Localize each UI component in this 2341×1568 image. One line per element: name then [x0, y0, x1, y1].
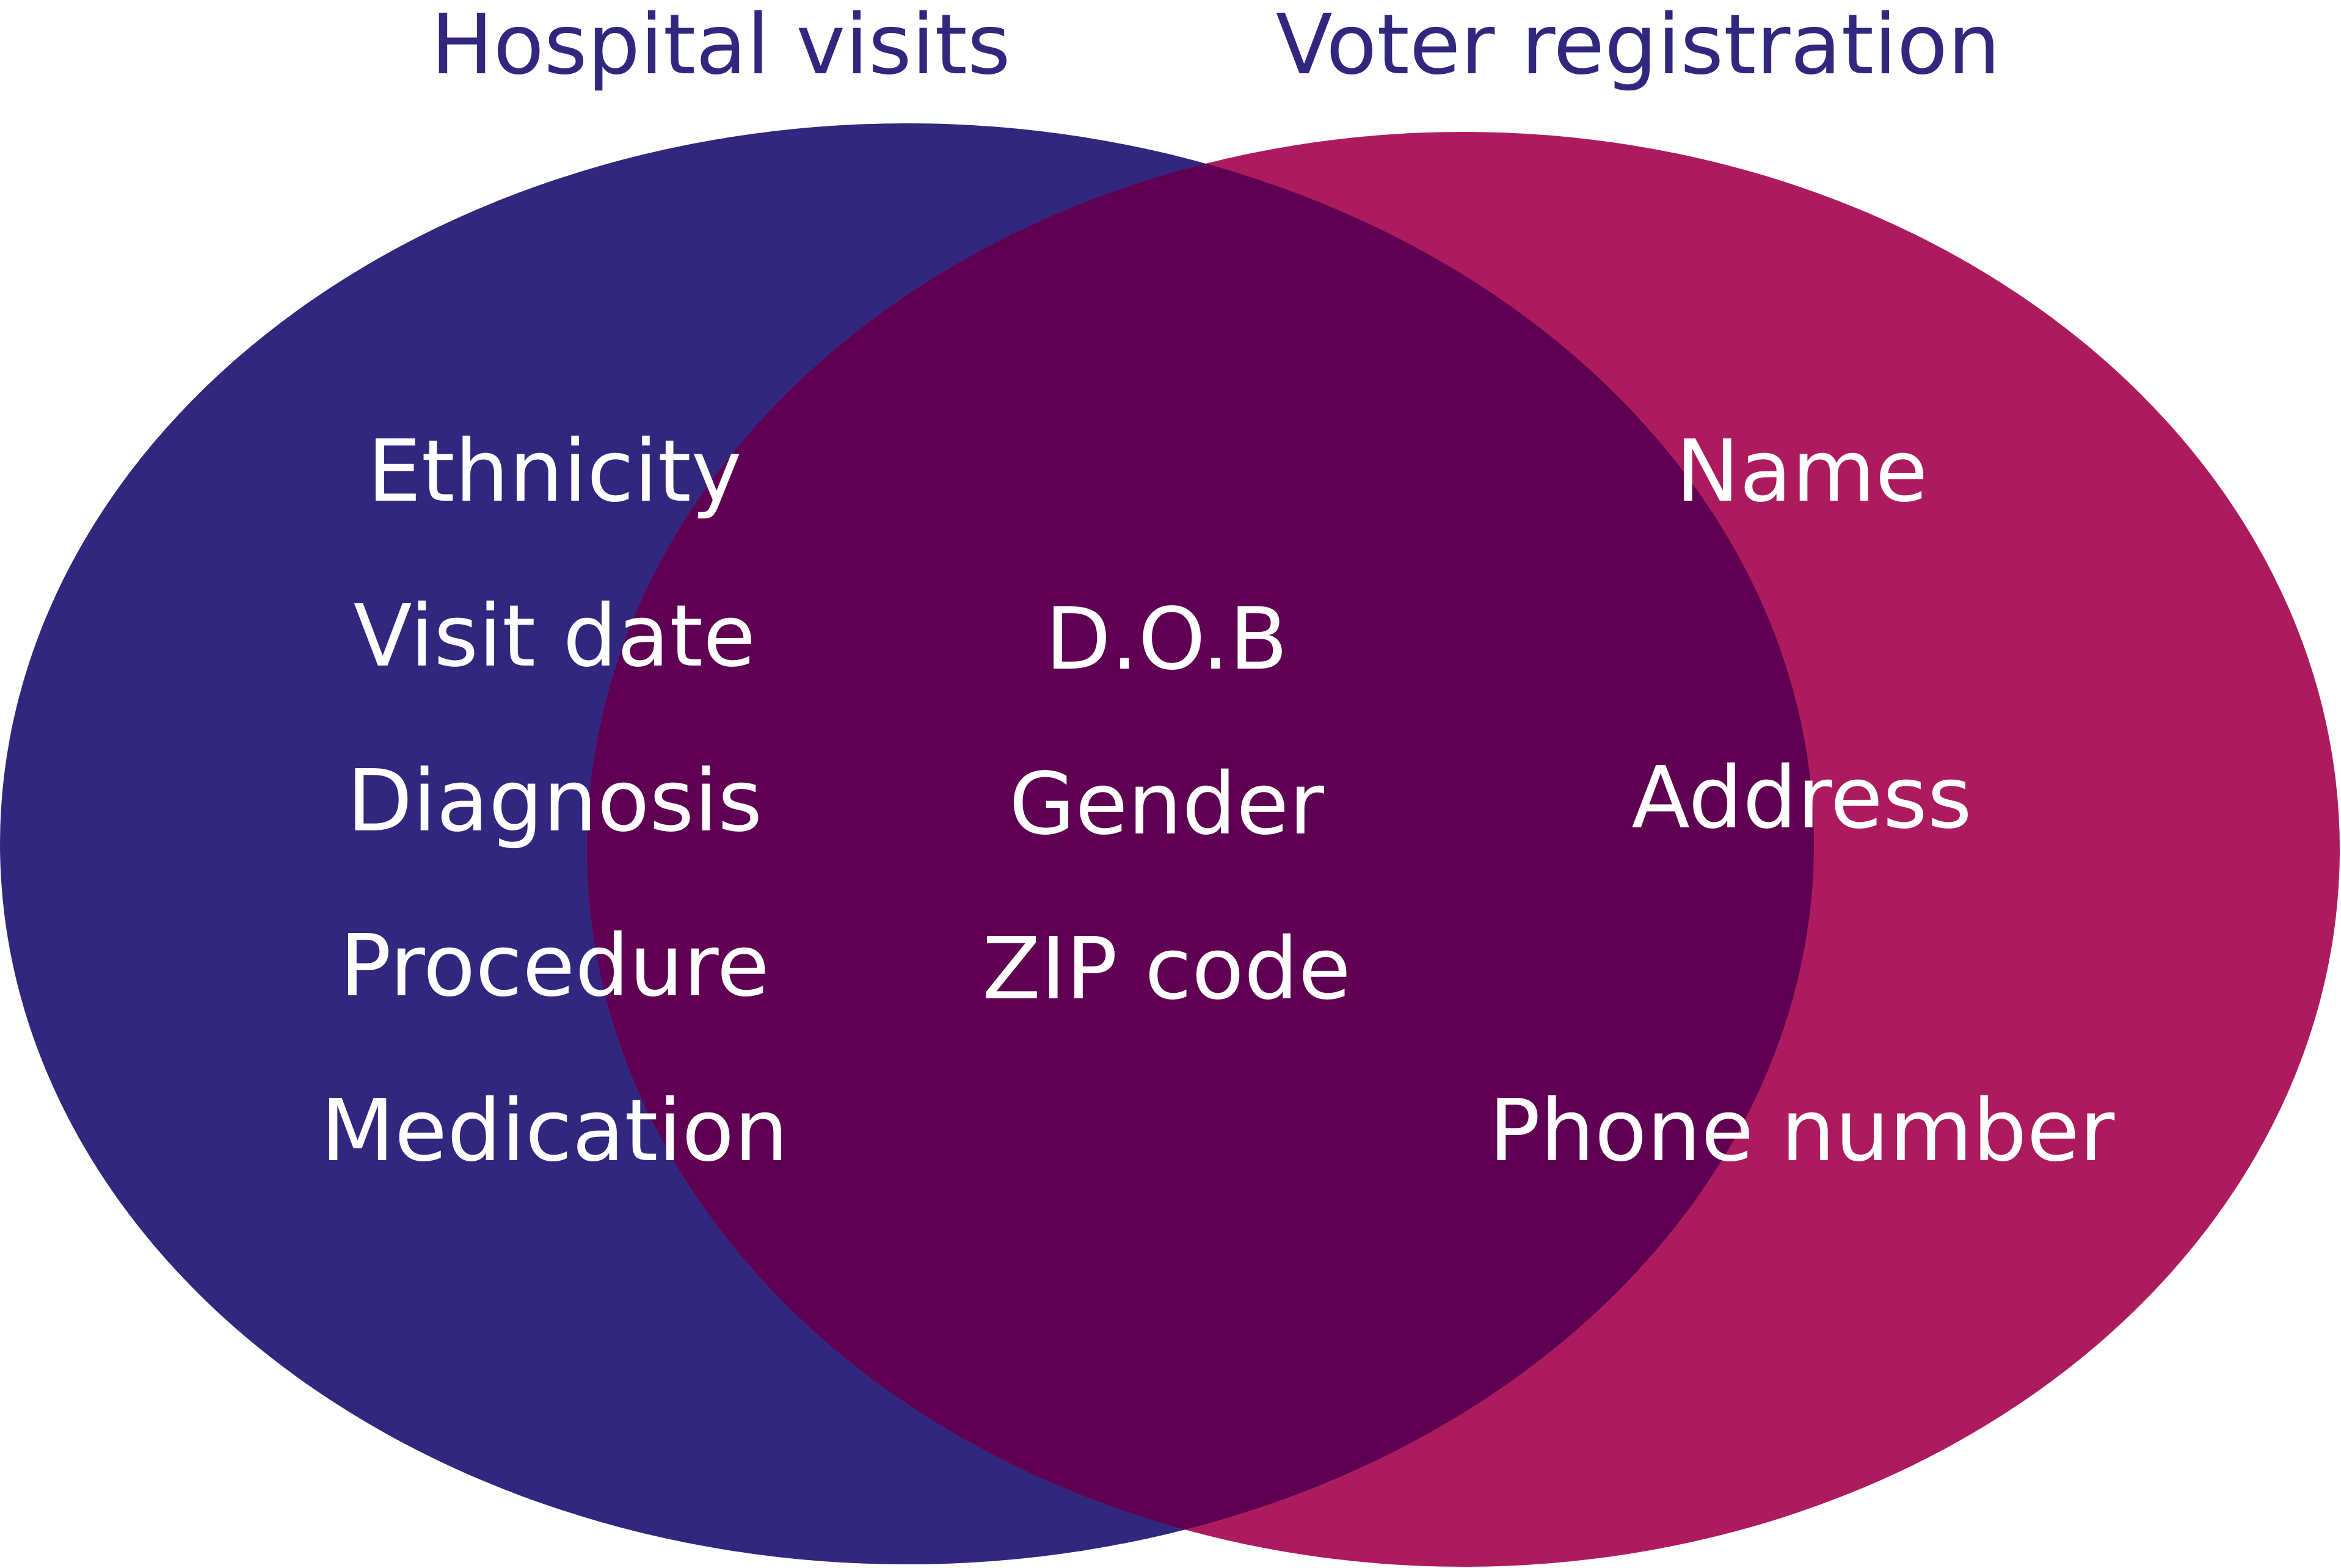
overlap-item: ZIP code: [982, 920, 1351, 1019]
right-item: Name: [1675, 422, 1928, 521]
overlap-item: D.O.B: [1045, 590, 1287, 689]
right-item: Address: [1631, 749, 1972, 848]
hospital-visits-title: Hospital visits: [431, 0, 1010, 93]
left-item: Diagnosis: [347, 752, 763, 851]
left-item: Procedure: [340, 916, 769, 1016]
overlap-region: [587, 132, 1814, 1564]
voter-registration-title: Voter registration: [1276, 0, 2000, 93]
right-item: Phone number: [1489, 1081, 2115, 1181]
left-item: Ethnicity: [367, 422, 741, 521]
overlap-item: Gender: [1009, 755, 1324, 854]
left-item: Visit date: [354, 587, 756, 686]
left-item: Medication: [321, 1081, 788, 1181]
